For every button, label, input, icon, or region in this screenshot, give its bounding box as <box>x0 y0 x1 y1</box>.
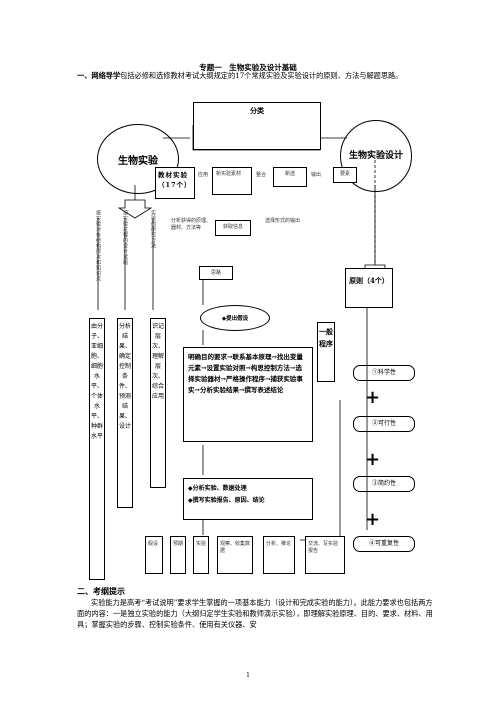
top-category-box: 分类 <box>193 102 321 150</box>
col2-heading: 按实验过程的设计试题 <box>122 210 128 265</box>
col3-box: 识记层次、理解层次、综合应用 <box>150 318 166 488</box>
new-selection-box: 新选 <box>273 167 307 187</box>
left-ellipse-biology-experiment: 生物实验 <box>97 124 179 194</box>
elements-box: 要素 <box>333 167 357 183</box>
section1-paragraph: 一、网络导学包括必修和选修教材考试大纲规定的17个常规实验及实验设计的原则、方法… <box>77 71 403 80</box>
section1-lead: 网络导学 <box>91 71 121 80</box>
top-row-apply: 应用 <box>198 172 209 178</box>
plus-icon-3: + <box>365 509 381 530</box>
section1-text: 包括必修和选修教材考试大纲规定的17个常规实验及实验设计的原则、方法与解题思路。 <box>120 71 403 80</box>
bottom-hypothesis: 假设 <box>145 536 163 574</box>
principle-scientific: ①科学性 <box>353 365 415 381</box>
page-number: 1 <box>246 672 250 679</box>
middle-note-info: 获取信息 <box>215 220 251 236</box>
flow-diagram: 生物实验 分类 生物实验设计 教材实验（17个） 应用 新实验素材 整合 新选 … <box>89 100 415 580</box>
document-title: 专题一 生物实验及设计基础 <box>199 63 297 72</box>
principles-box: 原则（4个） <box>345 268 393 308</box>
textbook-experiments-box: 教材实验（17个） <box>155 167 195 199</box>
category-label: 分类 <box>250 106 264 115</box>
middle-note-analysis: 分析获得的原理、器材、方法等 <box>171 218 212 231</box>
section2-body: 实验能力是高考“考试说明”要求学生掌握的一项基本能力（设计和完成实验的能力）。此… <box>77 598 433 629</box>
plus-icon-2: + <box>365 449 381 470</box>
bottom-analyze: 分析、推论 <box>263 536 295 574</box>
steps-box: 明确目的要求→联系基本原理→找出变量元素→设置实验对照→构思控制方法→选择实验器… <box>183 347 313 442</box>
analysis-line-1: ◆分析实验、数据处理 <box>188 485 247 492</box>
plus-icon-1: + <box>365 387 381 408</box>
hypothesis-ellipse: ◆提出假设 <box>200 305 270 331</box>
principle-repeatable: ④可重复性 <box>353 536 415 552</box>
bottom-observe: 观察、收集数据 <box>217 536 253 574</box>
top-row-integrate: 整合 <box>256 172 267 178</box>
col2-box: 分析结果、确定控制条件、预测结果、设计 <box>117 318 133 508</box>
section2-heading: 二、考纲提示 <box>77 586 125 596</box>
col1-heading: 按实验对象结构层次和知识点 <box>95 210 101 282</box>
bottom-experiment: 实验 <box>193 536 209 574</box>
top-row-output: 输出 <box>311 172 322 178</box>
principle-feasible: ②可行性 <box>353 416 415 432</box>
middle-note-output: 选择形式的输出 <box>265 218 301 224</box>
col1-box: 由分子、亚细胞、细胞水平、个体水平、种群水平 <box>89 318 105 580</box>
analysis-box: ◆分析实验、数据处理 ◆撰写实验报告、原因、结论 <box>183 478 313 520</box>
thinking-box: 思路 <box>199 266 233 280</box>
col3-heading: 实验的研究方法 <box>150 210 156 249</box>
bottom-report: 交流、写实验报告 <box>305 536 345 574</box>
analysis-line-2: ◆撰写实验报告、原因、结论 <box>188 497 265 504</box>
general-procedure-box: 一般程序 <box>317 322 335 382</box>
principle-simple: ③简约性 <box>353 476 415 492</box>
right-ellipse-experiment-design: 生物实验设计 <box>340 120 412 192</box>
bottom-expect: 预期 <box>170 536 186 574</box>
new-material-box: 新实验素材 <box>212 167 252 195</box>
